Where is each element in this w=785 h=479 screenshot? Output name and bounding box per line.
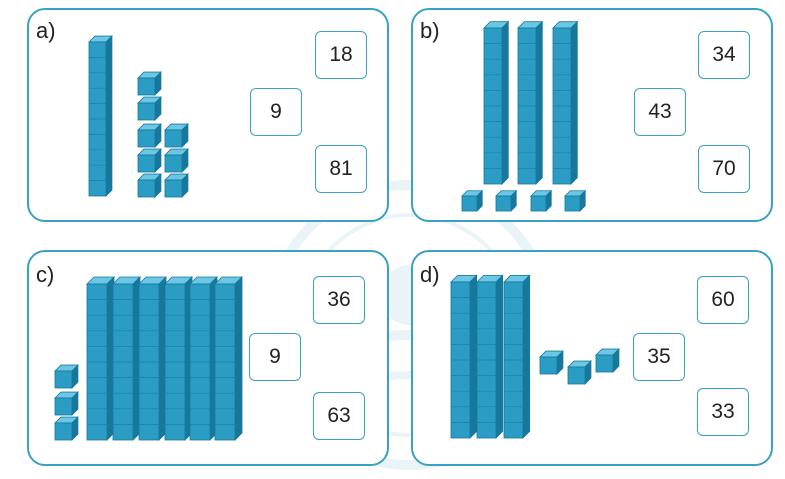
panel-a-unit-cube-8 — [164, 173, 189, 198]
panel-b-unit-cube-3 — [530, 189, 553, 212]
panel-d-tens-rod-1 — [450, 274, 478, 439]
panel-d-tens-rod-2 — [476, 274, 504, 439]
panel-d-bottom-number: 33 — [697, 388, 749, 436]
panel-a-tens-rod-1 — [88, 35, 113, 197]
panel-b-top-number: 34 — [698, 31, 750, 79]
panel-b-center-number: 43 — [634, 88, 686, 136]
panel-d-tens-rod-3 — [503, 274, 531, 439]
panel-a-unit-cube-7 — [137, 173, 162, 198]
panel-c-center-number: 9 — [249, 333, 301, 381]
panel-c-tens-rod-2 — [112, 276, 141, 441]
panel-a-unit-cube-3 — [137, 123, 162, 148]
panel-c-tens-rod-1 — [86, 276, 115, 441]
panel-a-unit-cube-1 — [137, 71, 162, 96]
panel-c-tens-rod-5 — [189, 276, 218, 441]
panel-b-unit-cube-2 — [495, 189, 518, 212]
panel-c-unit-cube-3 — [54, 416, 79, 441]
panel-b-tens-rod-1 — [483, 20, 510, 185]
panel-c-bottom-number: 63 — [313, 392, 365, 440]
panel-c-label: c) — [36, 262, 55, 287]
panel-b-unit-cube-4 — [564, 189, 587, 212]
panel-d-unit-cube-3 — [595, 348, 620, 373]
panel-c-top-number: 36 — [313, 276, 365, 324]
panel-c-unit-cube-2 — [54, 391, 79, 416]
panel-a-unit-cube-5 — [137, 148, 162, 173]
panel-a-bottom-number: 81 — [315, 145, 367, 193]
panel-d-label: d) — [420, 262, 440, 287]
panel-a-label: a) — [36, 18, 56, 43]
panel-c-tens-rod-3 — [138, 276, 167, 441]
panel-b-label: b) — [420, 18, 440, 43]
panel-a-top-number: 18 — [315, 31, 367, 79]
panel-b-tens-rod-2 — [517, 20, 544, 185]
panel-c-tens-rod-6 — [214, 276, 243, 441]
panel-c-tens-rod-4 — [164, 276, 193, 441]
panel-a-unit-cube-6 — [164, 148, 189, 173]
panel-d-unit-cube-1 — [539, 350, 564, 375]
panel-d-center-number: 35 — [633, 333, 685, 381]
panel-c-unit-cube-1 — [54, 364, 79, 389]
panel-d-top-number: 60 — [697, 276, 749, 324]
panel-b-bottom-number: 70 — [698, 145, 750, 193]
panel-a-center-number: 9 — [250, 88, 302, 136]
panel-b-unit-cube-1 — [461, 189, 484, 212]
panel-d-unit-cube-2 — [567, 360, 592, 385]
panel-a-unit-cube-2 — [137, 96, 162, 121]
panel-a-unit-cube-4 — [164, 123, 189, 148]
panel-b-tens-rod-3 — [552, 20, 579, 185]
